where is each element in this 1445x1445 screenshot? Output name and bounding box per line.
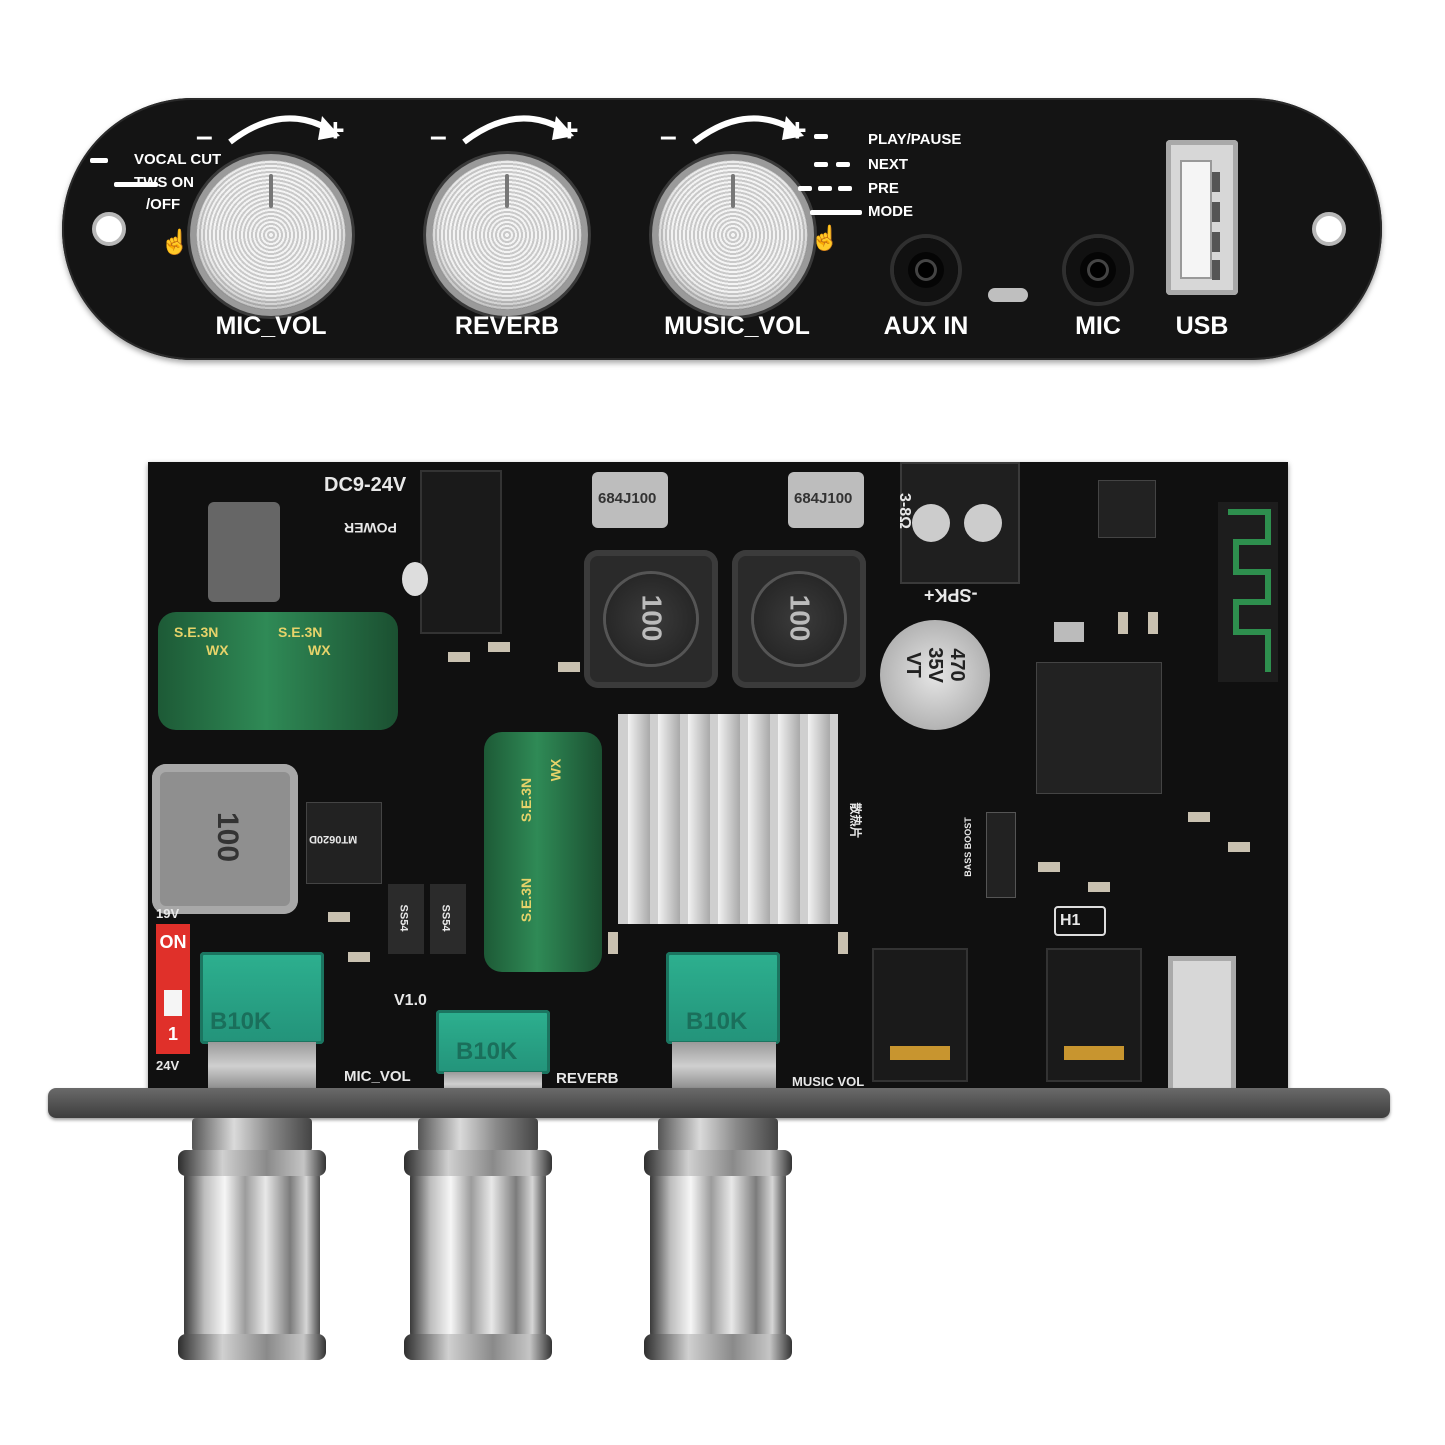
switch-bottom-label: 24V xyxy=(156,1058,180,1073)
music-vol-arrow-icon xyxy=(692,115,804,145)
pre-label: PRE xyxy=(868,180,899,197)
led-indicator xyxy=(988,288,1028,302)
front-plate-edge xyxy=(48,1088,1390,1118)
main-ic xyxy=(1036,662,1162,794)
reverb-label: REVERB xyxy=(454,312,560,340)
usb-port[interactable] xyxy=(1166,140,1238,295)
next-dash-2 xyxy=(836,162,850,167)
pre-dash-3 xyxy=(838,186,852,191)
inductor-right: 100 xyxy=(732,550,866,688)
mic-port-label: MIC xyxy=(1075,312,1121,340)
reverb-knob[interactable] xyxy=(432,160,582,310)
play-dash xyxy=(814,134,828,139)
pre-dash-1 xyxy=(798,186,812,191)
knob-shaft-reverb[interactable] xyxy=(404,1150,552,1360)
tws-off-label: /OFF xyxy=(146,196,181,213)
reverb-plus: + xyxy=(560,112,579,148)
music-vol-plus: + xyxy=(788,112,807,148)
knob-shaft-music-vol[interactable] xyxy=(644,1150,792,1360)
film-capacitor-left: 684J100 xyxy=(592,472,668,528)
mic-vol-knob[interactable] xyxy=(196,160,346,310)
power-input-label: DC9-24V xyxy=(324,474,407,496)
reverb-minus: – xyxy=(430,120,447,153)
pot-reverb-label: REVERB xyxy=(556,1070,619,1087)
power-diode xyxy=(208,502,280,602)
aux-in-label: AUX IN xyxy=(883,312,969,340)
hand-pointer-icon: ☝ xyxy=(810,225,840,252)
crystal xyxy=(1054,622,1084,642)
mic-jack[interactable] xyxy=(1066,238,1130,302)
bass-boost-label: BASS BOOST xyxy=(962,817,973,877)
mounting-hole-left xyxy=(92,212,126,246)
mic-vol-arrow-icon xyxy=(228,115,340,145)
hand-pointer-icon: ☝ xyxy=(160,229,190,256)
board-aux-jack xyxy=(872,948,968,1082)
diode-d5: SS54 xyxy=(430,884,466,954)
pot-mic-vol-label: MIC_VOL xyxy=(344,1068,411,1085)
knob-shaft-mic-vol[interactable] xyxy=(178,1150,326,1360)
dip-switch[interactable]: ON 1 xyxy=(156,924,190,1054)
vocal-cut-dash xyxy=(90,158,108,163)
vocal-cut-label: VOCAL CUT xyxy=(134,151,222,168)
speaker-label: -SPK+ xyxy=(924,585,978,605)
tws-label: TWS ON xyxy=(134,174,194,191)
mosfet: MT0620D xyxy=(306,802,382,884)
film-capacitor-right: 684J100 xyxy=(788,472,864,528)
mounting-hole-right xyxy=(1312,212,1346,246)
knob-nut-3 xyxy=(658,1118,778,1152)
front-panel: VOCAL CUT TWS ON /OFF ☝ – + MIC_VOL – + … xyxy=(62,98,1382,360)
board-usb-port xyxy=(1168,956,1236,1094)
knob-nut-2 xyxy=(418,1118,538,1152)
version-label: V1.0 xyxy=(394,992,427,1009)
pot-reverb: B10K xyxy=(436,1010,550,1074)
next-dash-1 xyxy=(814,162,828,167)
knob-nut-1 xyxy=(192,1118,312,1152)
pot-music-vol-base xyxy=(672,1042,776,1090)
reverb-arrow-icon xyxy=(462,115,574,145)
heatsink-label: 散热片 xyxy=(848,802,863,839)
next-label: NEXT xyxy=(868,156,909,173)
switch-top-label: 19V xyxy=(156,906,180,921)
impedance-label: 3-8Ω xyxy=(895,493,913,529)
mode-dash xyxy=(810,210,862,215)
regulator-ic xyxy=(1098,480,1156,538)
electrolytic-capacitor: S.E.3N S.E.3N WX WX xyxy=(158,612,398,730)
bass-boost-header xyxy=(986,812,1016,898)
dc-jack xyxy=(420,470,502,634)
pot-music-vol-label: MUSIC VOL xyxy=(792,1074,865,1089)
play-pause-label: PLAY/PAUSE xyxy=(868,131,962,148)
pot-music-vol: B10K xyxy=(666,952,780,1044)
h1-header: H1 xyxy=(1054,906,1106,936)
music-vol-label: MUSIC_VOL xyxy=(664,312,810,340)
mic-vol-plus: + xyxy=(326,112,345,148)
tws-dash xyxy=(114,182,158,187)
music-vol-minus: – xyxy=(660,120,677,153)
mic-vol-minus: – xyxy=(196,120,213,153)
pre-dash-2 xyxy=(818,186,832,191)
pot-mic-vol-base xyxy=(208,1042,316,1090)
heatsink xyxy=(618,714,838,924)
board-mic-jack xyxy=(1046,948,1142,1082)
mode-label: MODE xyxy=(868,203,913,220)
mic-vol-label: MIC_VOL xyxy=(215,312,327,340)
usb-label: USB xyxy=(1175,312,1229,340)
electrolytic-capacitor-vertical: S.E.3N WX S.E.3N xyxy=(484,732,602,972)
amplifier-board: DC9-24V POWER S.E.3N S.E.3N WX WX 684J10… xyxy=(148,462,1288,1102)
power-label: POWER xyxy=(344,520,397,536)
aux-in-jack[interactable] xyxy=(894,238,958,302)
bluetooth-antenna-icon xyxy=(1218,502,1278,682)
power-led xyxy=(402,562,428,596)
inductor-left: 100 xyxy=(584,550,718,688)
power-inductor: 100 xyxy=(152,764,298,914)
pot-mic-vol: B10K xyxy=(200,952,324,1044)
music-vol-knob[interactable] xyxy=(658,160,808,310)
diode-d6: SS54 xyxy=(388,884,424,954)
speaker-terminal xyxy=(900,462,1020,584)
